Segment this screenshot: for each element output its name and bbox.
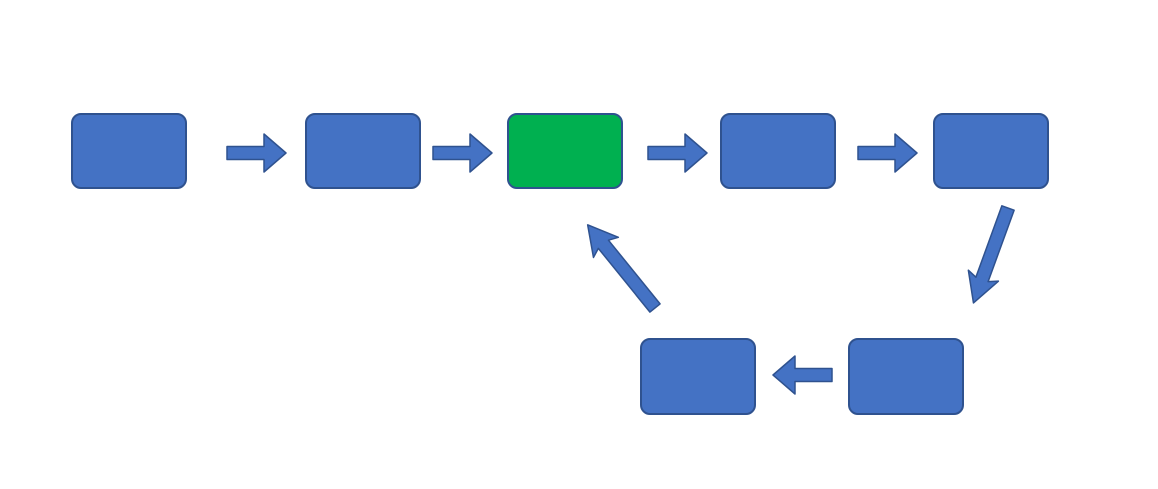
flow-node-5 xyxy=(933,113,1049,189)
arrow-up-left xyxy=(586,224,661,313)
arrow-right-4 xyxy=(857,133,918,173)
flow-node-7 xyxy=(640,338,756,415)
flow-node-2 xyxy=(305,113,421,189)
arrow-left-1 xyxy=(772,355,833,395)
flow-node-3-highlighted xyxy=(507,113,623,189)
arrow-down-right xyxy=(967,205,1015,304)
arrow-right-3 xyxy=(647,133,708,173)
flow-node-6 xyxy=(848,338,964,415)
flow-node-4 xyxy=(720,113,836,189)
arrow-right-2 xyxy=(432,133,493,173)
arrow-right-1 xyxy=(226,133,287,173)
flow-node-1 xyxy=(71,113,187,189)
